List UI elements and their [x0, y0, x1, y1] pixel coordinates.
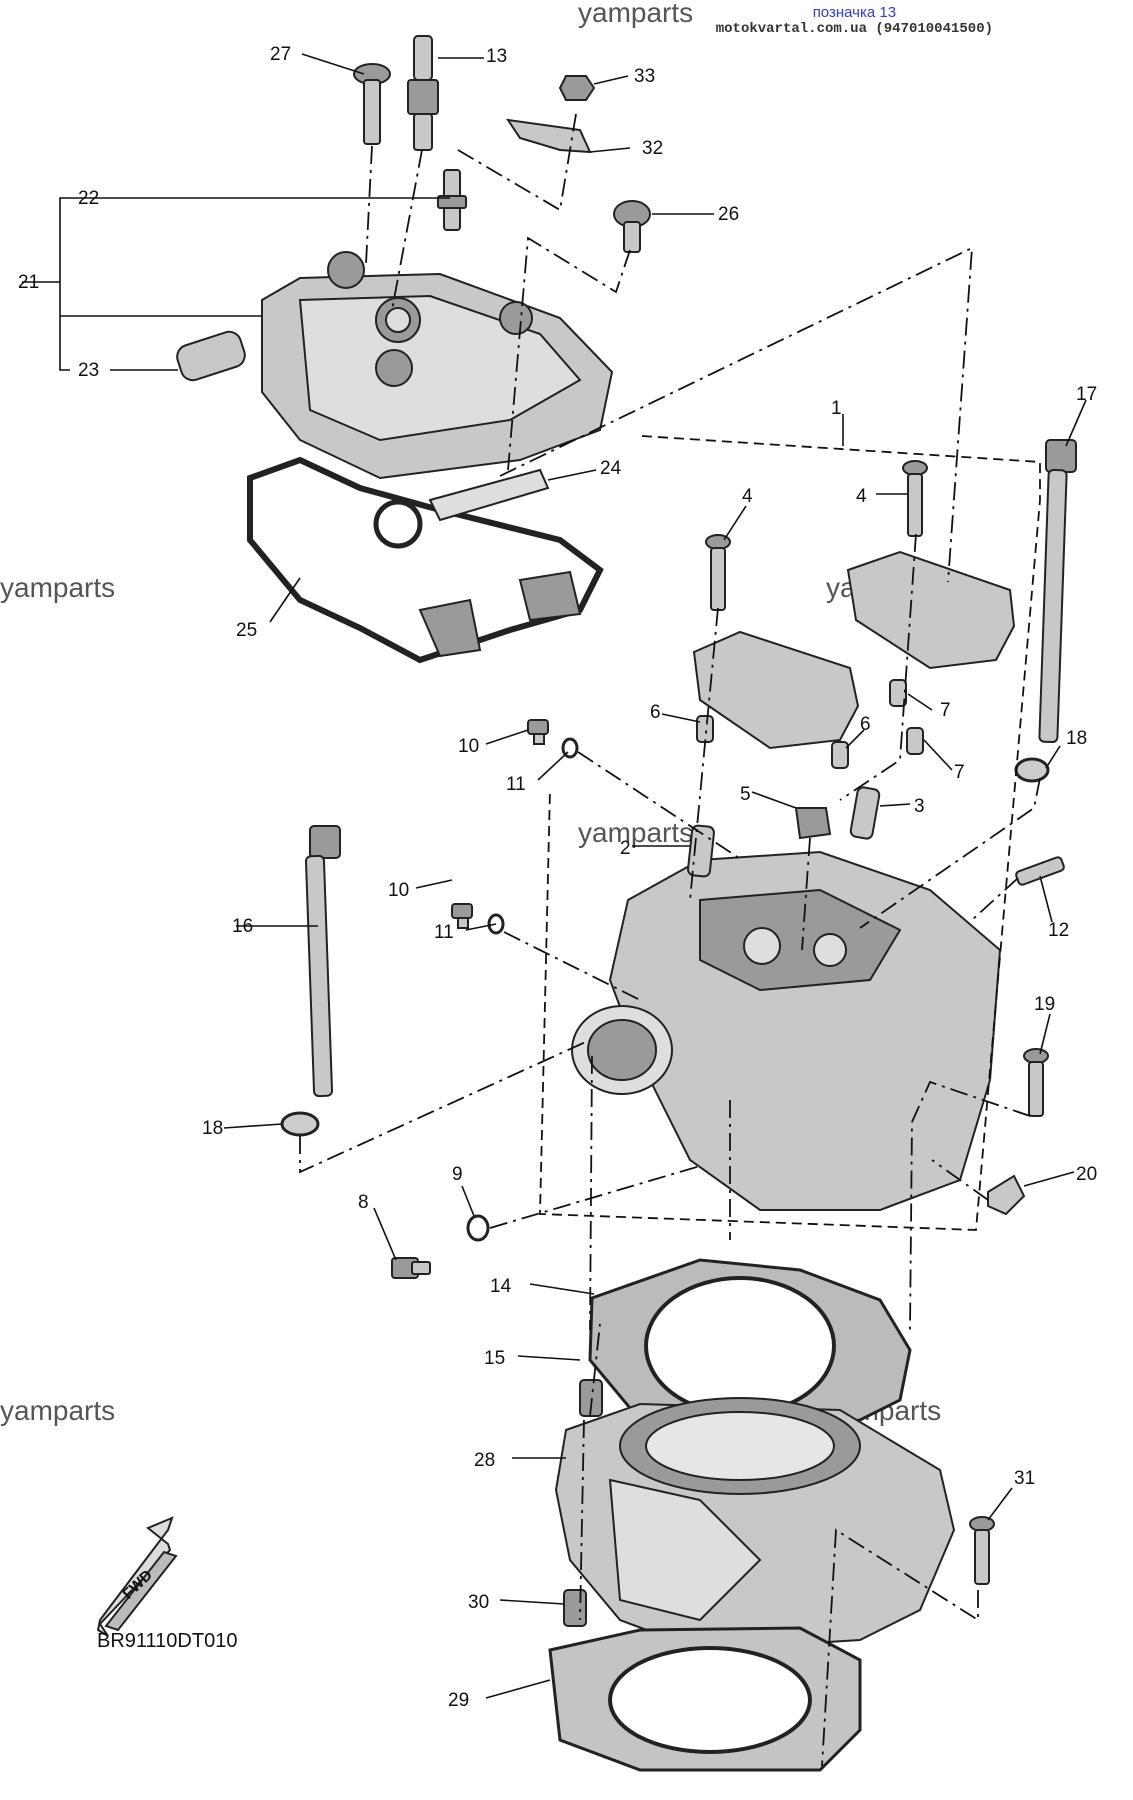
callout: 15 [484, 1348, 505, 1369]
callout: 7 [954, 762, 965, 783]
breather-bolt[interactable] [613, 200, 651, 253]
cover-bolt[interactable] [353, 63, 391, 145]
bolt[interactable] [391, 1257, 431, 1279]
watermark: yamparts [578, 0, 693, 28]
callout: 26 [718, 204, 739, 225]
washer[interactable] [280, 1111, 320, 1137]
bolt[interactable] [969, 1516, 995, 1585]
tag-label[interactable]: позначка 13 [812, 4, 897, 21]
cover-seal[interactable] [174, 329, 248, 384]
callout: 5 [740, 784, 751, 805]
callout: 32 [642, 138, 663, 159]
callout: 19 [1034, 994, 1055, 1015]
callout: 22 [78, 188, 99, 209]
callout: 11 [434, 922, 454, 943]
cap-bolt[interactable] [705, 534, 731, 611]
stud-bolt[interactable] [1015, 856, 1065, 886]
callout: 23 [78, 360, 99, 381]
callout: 29 [448, 1690, 469, 1711]
callout: 24 [600, 458, 622, 479]
cap-bolt[interactable] [902, 460, 928, 537]
callout: 21 [18, 272, 39, 293]
callout: 20 [1076, 1164, 1097, 1185]
callout-labels: 1 2 3 4 4 5 6 6 7 7 8 9 10 10 11 11 12 1… [18, 44, 1097, 1711]
callout: 25 [236, 620, 257, 641]
callout: 10 [458, 736, 479, 757]
callout: 1 [831, 398, 842, 419]
camshaft-cap-front[interactable] [692, 630, 860, 750]
bracket[interactable] [505, 118, 592, 154]
tag-source: motokvartal.com.ua (947010041500) [715, 21, 993, 37]
callout: 16 [232, 916, 253, 937]
plug-bolt[interactable] [451, 903, 473, 929]
o-ring[interactable] [487, 913, 505, 935]
plug-gasket[interactable] [428, 468, 550, 522]
callout: 33 [634, 66, 655, 87]
diagram-code: BR91110DT010 [97, 1630, 238, 1652]
callout: 12 [1048, 920, 1069, 941]
callout: 30 [468, 1592, 489, 1613]
watermark: yamparts [0, 1395, 115, 1426]
callout: 11 [506, 774, 526, 795]
o-ring[interactable] [561, 737, 579, 759]
cylinder-head[interactable] [571, 850, 1002, 1211]
plug[interactable] [794, 807, 832, 840]
callout: 17 [1076, 384, 1097, 405]
callout: 3 [914, 796, 925, 817]
dowel-pin[interactable] [889, 679, 907, 707]
header-tag: позначка 13 motokvartal.com.ua (94701004… [716, 4, 993, 37]
cover-gasket[interactable] [247, 456, 604, 664]
callout: 4 [742, 486, 753, 507]
callout: 13 [486, 46, 507, 67]
watermark: yamparts [578, 817, 693, 848]
fwd-arrow-icon: FWD [96, 1516, 178, 1637]
cover-stud-bolt[interactable] [437, 169, 467, 231]
guide-pin[interactable] [849, 786, 881, 840]
washer[interactable] [1014, 757, 1050, 783]
callout: 18 [202, 1118, 223, 1139]
callout: 14 [490, 1276, 512, 1297]
dowel-pin[interactable] [579, 1379, 603, 1417]
camshaft-cap-rear[interactable] [846, 550, 1016, 670]
callout: 4 [856, 486, 867, 507]
callout: 10 [388, 880, 409, 901]
callout: 6 [860, 714, 871, 735]
cylinder-head-cover[interactable] [261, 251, 614, 480]
watermark: yamparts [0, 572, 115, 603]
callout: 27 [270, 44, 291, 65]
nut[interactable] [558, 75, 596, 101]
o-ring[interactable] [466, 1214, 490, 1242]
callout: 28 [474, 1450, 495, 1471]
callout: 18 [1066, 728, 1087, 749]
plug-bolt[interactable] [527, 719, 549, 745]
guide-pin[interactable] [687, 824, 715, 878]
dowel-pin[interactable] [906, 727, 924, 755]
base-gasket[interactable] [548, 1626, 862, 1772]
bolt[interactable] [1023, 1048, 1049, 1117]
head-stud-bolt[interactable] [304, 825, 341, 1098]
callout: 31 [1014, 1468, 1035, 1489]
callout: 8 [358, 1192, 369, 1213]
head-stud-bolt[interactable] [1038, 439, 1077, 744]
dowel-pin[interactable] [563, 1589, 587, 1627]
callout: 7 [940, 700, 951, 721]
spark-plug[interactable] [407, 35, 439, 151]
dowel-pin[interactable] [831, 741, 849, 769]
cylinder[interactable] [554, 1397, 956, 1652]
callout: 9 [452, 1164, 463, 1185]
callout: 2 [620, 838, 631, 859]
dowel-pin[interactable] [696, 715, 714, 743]
clip[interactable] [987, 1174, 1026, 1216]
callout: 6 [650, 702, 661, 723]
head-gasket[interactable] [588, 1258, 912, 1442]
leader-lines [22, 53, 1087, 1767]
